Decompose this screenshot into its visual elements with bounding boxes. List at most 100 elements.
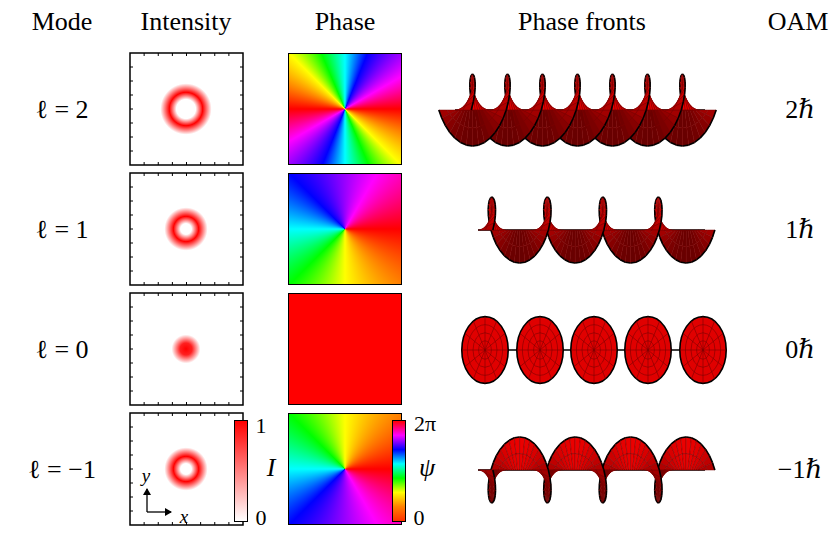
stroke bbox=[543, 75, 546, 78]
stroke bbox=[158, 282, 159, 285]
phase-map bbox=[288, 413, 402, 525]
stroke bbox=[579, 88, 581, 95]
stroke bbox=[130, 455, 133, 456]
colorbar-tick: 1 bbox=[256, 415, 267, 437]
stroke bbox=[228, 162, 229, 165]
stroke bbox=[703, 350, 704, 383]
stroke bbox=[701, 444, 705, 449]
stroke bbox=[605, 491, 607, 496]
stroke bbox=[628, 350, 648, 367]
stroke bbox=[493, 223, 495, 230]
stroke bbox=[460, 142, 466, 145]
stroke bbox=[560, 138, 566, 142]
stroke bbox=[594, 350, 595, 383]
stroke bbox=[130, 95, 133, 96]
stroke bbox=[158, 162, 159, 165]
disc-ring bbox=[517, 317, 563, 384]
disc-ring bbox=[680, 317, 726, 384]
helix-facet bbox=[514, 437, 519, 454]
stroke bbox=[240, 187, 243, 188]
stroke bbox=[228, 282, 229, 285]
stroke bbox=[490, 132, 495, 138]
stroke bbox=[661, 491, 663, 496]
stroke bbox=[485, 333, 505, 350]
stroke bbox=[684, 78, 686, 82]
helix-facet bbox=[670, 110, 681, 118]
stroke bbox=[517, 350, 540, 351]
stroke bbox=[200, 522, 201, 525]
stroke bbox=[240, 229, 243, 230]
colorbar-title: ψ bbox=[419, 455, 435, 481]
stroke bbox=[546, 230, 548, 237]
stroke bbox=[631, 436, 636, 438]
stroke bbox=[228, 522, 229, 525]
stroke bbox=[538, 110, 541, 118]
stroke bbox=[548, 470, 550, 477]
helix-facet bbox=[495, 110, 506, 118]
stroke bbox=[540, 350, 563, 351]
stroke bbox=[493, 198, 494, 200]
helix-facet bbox=[683, 230, 687, 247]
stroke bbox=[130, 391, 133, 392]
stroke bbox=[495, 209, 497, 215]
stroke bbox=[636, 260, 641, 262]
stroke bbox=[654, 237, 657, 244]
stroke bbox=[660, 138, 666, 142]
phase-map bbox=[288, 53, 402, 165]
stroke bbox=[709, 456, 712, 463]
stroke bbox=[595, 244, 599, 250]
stroke bbox=[485, 350, 508, 351]
stroke bbox=[508, 94, 509, 102]
stroke bbox=[660, 200, 662, 204]
stroke bbox=[660, 198, 661, 200]
stroke bbox=[144, 413, 145, 416]
stroke bbox=[594, 321, 606, 350]
helix-facet bbox=[466, 128, 472, 147]
stroke bbox=[520, 436, 525, 438]
stroke bbox=[501, 144, 507, 147]
stroke bbox=[172, 413, 173, 416]
stroke bbox=[604, 456, 607, 463]
stroke bbox=[541, 102, 543, 110]
stroke bbox=[539, 449, 543, 455]
stroke bbox=[509, 78, 511, 82]
stroke bbox=[172, 173, 173, 176]
stroke bbox=[648, 321, 660, 350]
stroke bbox=[130, 469, 133, 470]
stroke bbox=[703, 350, 723, 367]
stroke bbox=[144, 173, 145, 176]
stroke bbox=[614, 78, 616, 82]
stroke bbox=[574, 333, 594, 350]
stroke bbox=[228, 402, 229, 405]
stroke bbox=[172, 522, 173, 525]
stroke bbox=[671, 440, 676, 444]
stroke bbox=[598, 237, 601, 244]
stroke bbox=[485, 317, 486, 350]
helix-facet bbox=[516, 230, 520, 247]
stroke bbox=[659, 470, 661, 477]
stroke bbox=[570, 436, 575, 438]
stroke bbox=[590, 251, 594, 256]
stroke bbox=[493, 456, 496, 463]
stroke bbox=[686, 436, 691, 438]
stroke bbox=[130, 229, 133, 230]
stroke bbox=[578, 144, 584, 147]
stroke bbox=[130, 137, 133, 138]
stroke bbox=[543, 144, 549, 147]
stroke bbox=[494, 200, 496, 204]
stroke bbox=[700, 132, 705, 138]
stroke bbox=[496, 244, 500, 250]
stroke bbox=[500, 251, 504, 256]
helix-facet bbox=[594, 463, 604, 470]
stroke bbox=[648, 317, 649, 350]
helix-facet bbox=[514, 246, 519, 263]
stroke bbox=[703, 350, 726, 351]
stroke bbox=[474, 78, 476, 82]
stroke bbox=[442, 118, 446, 126]
stroke bbox=[656, 198, 657, 200]
stroke bbox=[214, 173, 215, 176]
stroke bbox=[535, 118, 539, 126]
stroke bbox=[240, 307, 243, 308]
stroke bbox=[130, 363, 133, 364]
